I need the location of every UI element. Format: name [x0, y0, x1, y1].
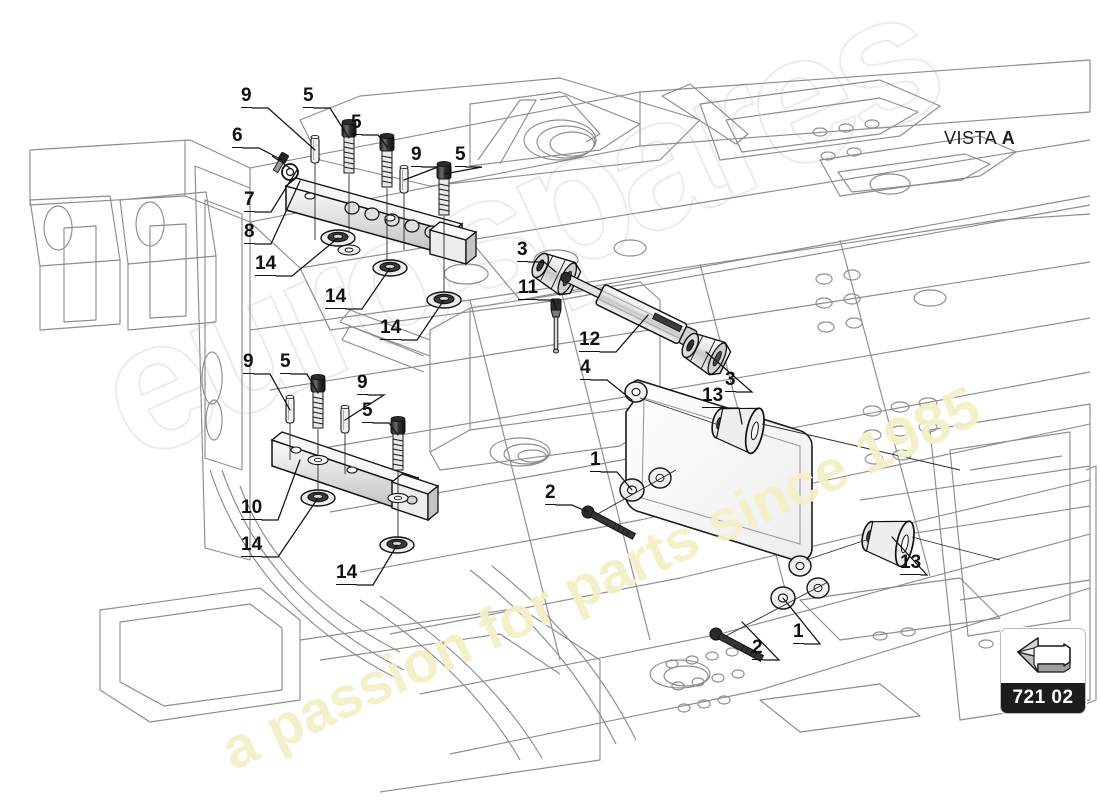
leader-line-9 [253, 373, 291, 411]
leader-line-12 [599, 314, 649, 353]
leader-line-4 [590, 379, 633, 401]
leader-line-5 [290, 373, 319, 394]
callout-9: 9 [241, 85, 252, 108]
callout-3: 3 [517, 239, 528, 262]
callout-14: 14 [241, 534, 263, 557]
leader-line-1 [782, 597, 822, 645]
callout-7: 7 [244, 189, 255, 212]
callout-11: 11 [518, 277, 539, 300]
callout-14: 14 [255, 253, 277, 276]
leader-line-11 [537, 299, 557, 310]
leader-line-14 [275, 237, 339, 277]
leader-line-5 [372, 422, 399, 436]
leader-line-5 [361, 134, 388, 148]
callout-5: 5 [455, 144, 466, 167]
leader-line-14 [261, 497, 319, 558]
leader-line-2 [555, 504, 589, 513]
callout-2: 2 [752, 637, 763, 660]
callout-5: 5 [351, 112, 362, 135]
callout-9: 9 [357, 372, 368, 395]
callout-8: 8 [244, 221, 255, 244]
callout-1: 1 [590, 449, 601, 472]
leader-line-8 [254, 180, 301, 245]
arrow-3d-left-icon [1001, 629, 1085, 683]
section-number: 721 02 [1001, 683, 1085, 713]
leader-line-10 [261, 459, 301, 521]
leader-line-1 [600, 471, 633, 491]
callout-3: 3 [725, 369, 736, 392]
callout-9: 9 [243, 351, 254, 374]
leader-line-5 [313, 107, 350, 139]
leader-line-13 [722, 407, 743, 425]
callout-5: 5 [362, 400, 373, 423]
callout-14: 14 [336, 562, 358, 585]
callout-13: 13 [702, 385, 724, 408]
leader-line-14 [345, 267, 391, 310]
callout-6: 6 [232, 125, 243, 148]
leader-line-6 [242, 147, 283, 161]
view-label-letter: A [1001, 128, 1016, 148]
leader-line-9 [251, 107, 316, 151]
leader-line-3 [705, 351, 754, 393]
callout-1: 1 [793, 621, 804, 644]
view-label-prefix: VISTA [944, 128, 1002, 148]
leader-line-13 [891, 536, 929, 576]
callout-5: 5 [280, 351, 291, 374]
callout-12: 12 [579, 329, 601, 352]
callout-13: 13 [900, 552, 922, 575]
leader-line-7 [254, 169, 298, 213]
leader-line-9 [344, 394, 387, 421]
callout-5: 5 [303, 85, 314, 108]
view-label: VISTA A [944, 128, 1015, 149]
callout-14: 14 [325, 286, 347, 309]
callout-9: 9 [411, 144, 422, 167]
callout-4: 4 [580, 357, 591, 380]
leader-line-14 [356, 544, 398, 586]
leader-line-9 [403, 166, 439, 181]
callout-2: 2 [545, 482, 556, 505]
leader-line-2 [741, 621, 781, 661]
leader-line-5 [443, 166, 483, 175]
callout-10: 10 [241, 497, 263, 520]
leader-line-3 [527, 261, 557, 273]
section-badge: 721 02 [1000, 628, 1086, 714]
callout-14: 14 [380, 317, 402, 340]
leader-line-14 [400, 299, 445, 341]
